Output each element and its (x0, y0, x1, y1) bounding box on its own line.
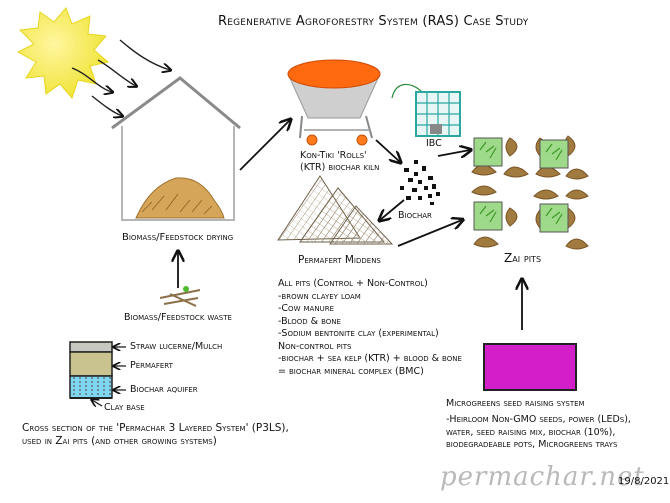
zai-pits-label: Zai pits (504, 251, 542, 265)
drying-shed (111, 76, 241, 221)
biochar-pile (400, 160, 440, 205)
brand-watermark: permachar.net (440, 462, 645, 492)
microgreens-note-line: biodegradeable pots, Microgreens trays (446, 439, 618, 450)
cross-section-caption-line2: used in Zai pits (and other growing syst… (22, 435, 217, 447)
pit-note-line: = biochar mineral complex (BMC) (278, 365, 424, 377)
pit-note-line: All pits (Control + Non-Control) (278, 278, 428, 289)
pit-notes: All pits (Control + Non-Control) -brown … (278, 278, 462, 378)
microgreens-note-line: -Heirloom Non-GMO seeds, power (LEDs), (446, 414, 631, 425)
ibc-tank (415, 91, 461, 137)
water-hose (391, 83, 423, 99)
middens-to-zai-arrow (397, 220, 462, 247)
microgreens-label: Microgreens seed raising system (446, 398, 585, 409)
kiln-to-biochar-arrow (375, 139, 400, 162)
biomass-drying-label: Biomass/Feedstock drying (122, 232, 234, 243)
biochar-to-middens-arrow (380, 199, 405, 220)
zai-pits-grid (471, 135, 589, 250)
pit-note-line: -brown clayey loam (278, 290, 361, 302)
pit-note-line: -Sodium bentonite clay (experimental) (278, 328, 439, 339)
permafert-layer-label: Permafert (130, 360, 173, 371)
microgreens-note-line: water, seed raising mix, biochar (10%), (446, 426, 616, 438)
clay-layer-label: Clay base (104, 402, 145, 413)
biomass-waste-label: Biomass/Feedstock waste (124, 312, 232, 323)
aquifer-layer-label: Biochar aquifer (130, 384, 198, 395)
pit-note-line: -biochar + sea kelp (KTR) + blood & bone (278, 353, 462, 364)
pit-note-line: -Cow manure (278, 303, 334, 314)
pit-note-line: Non-control pits (278, 340, 352, 352)
microgreens-unit (483, 343, 577, 391)
date-stamp: 19/8/2021 (618, 476, 670, 487)
sunlight-arrows (71, 39, 170, 116)
straw-layer-label: Straw lucerne/Mulch (130, 341, 223, 352)
ibc-label: IBC (426, 138, 442, 149)
ibc-to-zai-arrow (437, 150, 470, 156)
permafert-middens-label: Permafert Middens (298, 254, 381, 266)
microgreens-notes: -Heirloom Non-GMO seeds, power (LEDs), w… (446, 414, 631, 452)
layer-pointer-arrows (92, 347, 126, 406)
permafert-middens (277, 175, 394, 245)
biomass-pile (135, 177, 225, 219)
p3ls-cross-section (69, 341, 113, 399)
biomass-waste-icon (159, 286, 201, 307)
cross-section-caption-line1: Cross section of the 'Permachar 3 Layere… (22, 422, 289, 434)
biochar-label: Biochar (398, 210, 432, 221)
sun-icon (16, 7, 110, 99)
ktr-label-line1: Kon-Tiki 'Rolls' (300, 150, 367, 161)
pit-note-line: -Blood & bone (278, 315, 341, 327)
drying-to-kiln-arrow (239, 120, 290, 171)
ktr-label-line2: (KTR) biochar kiln (300, 162, 380, 173)
ktr-kiln (287, 59, 381, 146)
diagram-title: Regenerative Agroforestry System (RAS) C… (218, 14, 529, 29)
